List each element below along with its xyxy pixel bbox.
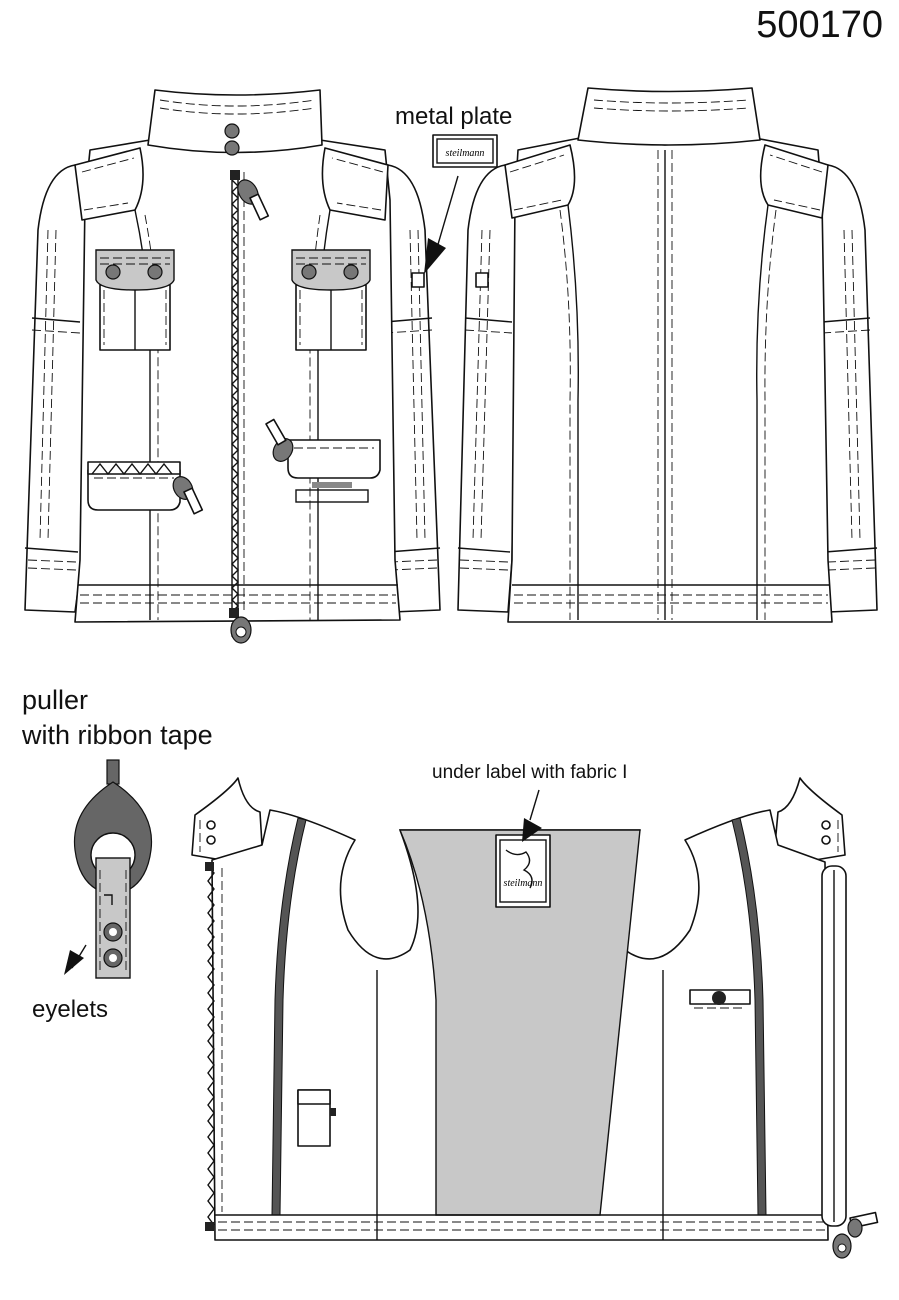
front-left-chest-pocket: [95, 249, 175, 351]
front-view: [24, 89, 441, 644]
back-lining-panel: [398, 829, 641, 1216]
inside-view: [191, 777, 879, 1259]
plate-brand: steilmann: [446, 148, 485, 159]
metal-plate-callout: [424, 134, 498, 274]
label-brand: steilmann: [504, 878, 543, 889]
back-view: [457, 87, 878, 623]
metal-plate-label: metal plate: [395, 103, 513, 130]
eyelets-label: eyelets: [32, 996, 109, 1023]
puller-label-line2: with ribbon tape: [22, 720, 213, 750]
back-left-sleeve: [457, 164, 519, 613]
under-label: [495, 789, 551, 908]
front-collar: [147, 89, 323, 154]
front-right-chest-pocket: [291, 249, 371, 351]
style-number: 500170: [756, 4, 883, 46]
back-collar: [577, 87, 761, 146]
puller-label-line1: puller: [22, 685, 89, 715]
puller-detail: [64, 759, 153, 979]
front-right-lower-pocket: [265, 418, 381, 503]
front-left-lower-pocket: [87, 461, 204, 515]
under-label-caption: under label with fabric I: [432, 762, 628, 783]
back-body: [507, 137, 833, 623]
